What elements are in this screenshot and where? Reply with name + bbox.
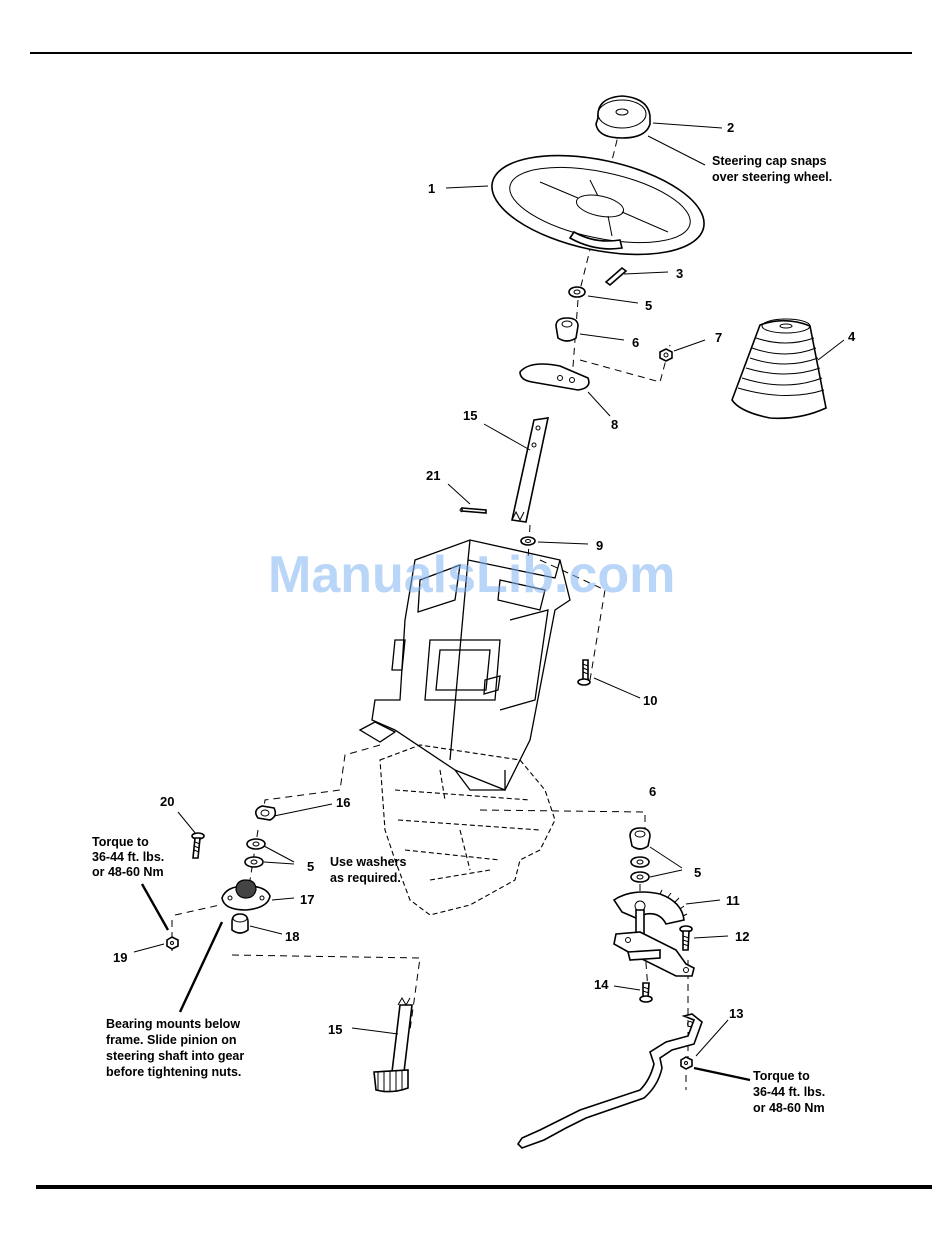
leader-lines (133, 122, 845, 1082)
steering-support-frame (358, 539, 571, 791)
note-torque-left-line2: 36-44 ft. lbs. (92, 850, 164, 864)
sector-gear (612, 889, 688, 935)
bushing-upper (555, 317, 579, 342)
steering-wheel (491, 154, 705, 256)
flange-bearing (221, 879, 271, 911)
tractor-frame-dashed (379, 744, 556, 916)
note-bearing-line4: before tightening nuts. (106, 1065, 241, 1079)
callout-15-upper: 15 (463, 408, 477, 423)
washers-right (630, 856, 650, 883)
callout-2: 2 (727, 120, 734, 135)
steering-shaft-lower (373, 996, 413, 1093)
callout-11: 11 (726, 893, 740, 908)
callout-21: 21 (426, 468, 440, 483)
bolt-lower (639, 982, 653, 1003)
hex-nut (659, 348, 673, 362)
bolt-frame (577, 659, 591, 686)
dash-plate (519, 363, 590, 391)
callout-4: 4 (848, 329, 856, 344)
bolt-bearing (191, 832, 205, 859)
note-torque-right-line2: 36-44 ft. lbs. (753, 1085, 825, 1099)
callout-8: 8 (611, 417, 618, 432)
note-steering-cap-line1: Steering cap snaps (712, 154, 827, 168)
drag-link (516, 1013, 703, 1149)
callout-6-upper: 6 (632, 335, 639, 350)
bushing-right (629, 827, 651, 850)
cotter-pin (459, 507, 487, 514)
note-washers-line1: Use washers (330, 855, 406, 869)
bolt-arm (679, 925, 693, 951)
callout-13: 13 (729, 1006, 743, 1021)
steering-arm (613, 931, 695, 977)
spacer (231, 913, 249, 934)
callout-12: 12 (735, 929, 749, 944)
note-torque-right-line1: Torque to (753, 1069, 810, 1083)
callout-14: 14 (594, 977, 609, 992)
note-torque-left-line3: or 48-60 Nm (92, 865, 164, 879)
callout-15-lower: 15 (328, 1022, 342, 1037)
note-torque-left-line1: Torque to (92, 835, 149, 849)
callout-5-right: 5 (694, 865, 701, 880)
bottom-rule (36, 1185, 932, 1189)
washer-upper (568, 286, 586, 298)
callout-19: 19 (113, 950, 127, 965)
steering-cap (595, 95, 651, 139)
callout-5-left: 5 (307, 859, 314, 874)
note-bearing-line3: steering shaft into gear (106, 1049, 244, 1063)
callout-1: 1 (428, 181, 435, 196)
callout-3: 3 (676, 266, 683, 281)
callout-9: 9 (596, 538, 603, 553)
note-torque-right-line3: or 48-60 Nm (753, 1101, 825, 1115)
callout-6-right: 6 (649, 784, 656, 799)
note-washers-line2: as required. (330, 871, 401, 885)
washers-left (244, 838, 266, 868)
washer-shaft (520, 536, 536, 546)
note-bearing-line2: frame. Slide pinion on (106, 1033, 237, 1047)
callout-18: 18 (285, 929, 299, 944)
callout-numbers: 2 1 3 5 6 7 4 8 15 21 9 10 20 16 5 17 18… (113, 120, 856, 1037)
roll-pin (604, 266, 628, 287)
nut-right (680, 1056, 693, 1070)
note-bearing-line1: Bearing mounts below (106, 1017, 240, 1031)
e-clip (254, 805, 277, 821)
manualslib-watermark: ManualsLib.com (268, 546, 675, 604)
assembly-notes: Steering cap snaps over steering wheel. … (92, 154, 832, 1115)
callout-5-upper: 5 (645, 298, 652, 313)
note-steering-cap-line2: over steering wheel. (712, 170, 832, 184)
callout-16: 16 (336, 795, 350, 810)
steering-shaft-upper (511, 417, 550, 523)
steering-boot (731, 318, 827, 420)
callout-20: 20 (160, 794, 174, 809)
callout-7: 7 (715, 330, 722, 345)
callout-17: 17 (300, 892, 314, 907)
callout-10: 10 (643, 693, 657, 708)
nut-left (166, 936, 179, 950)
assembly-centerlines (171, 127, 689, 1090)
top-rule (30, 52, 912, 54)
